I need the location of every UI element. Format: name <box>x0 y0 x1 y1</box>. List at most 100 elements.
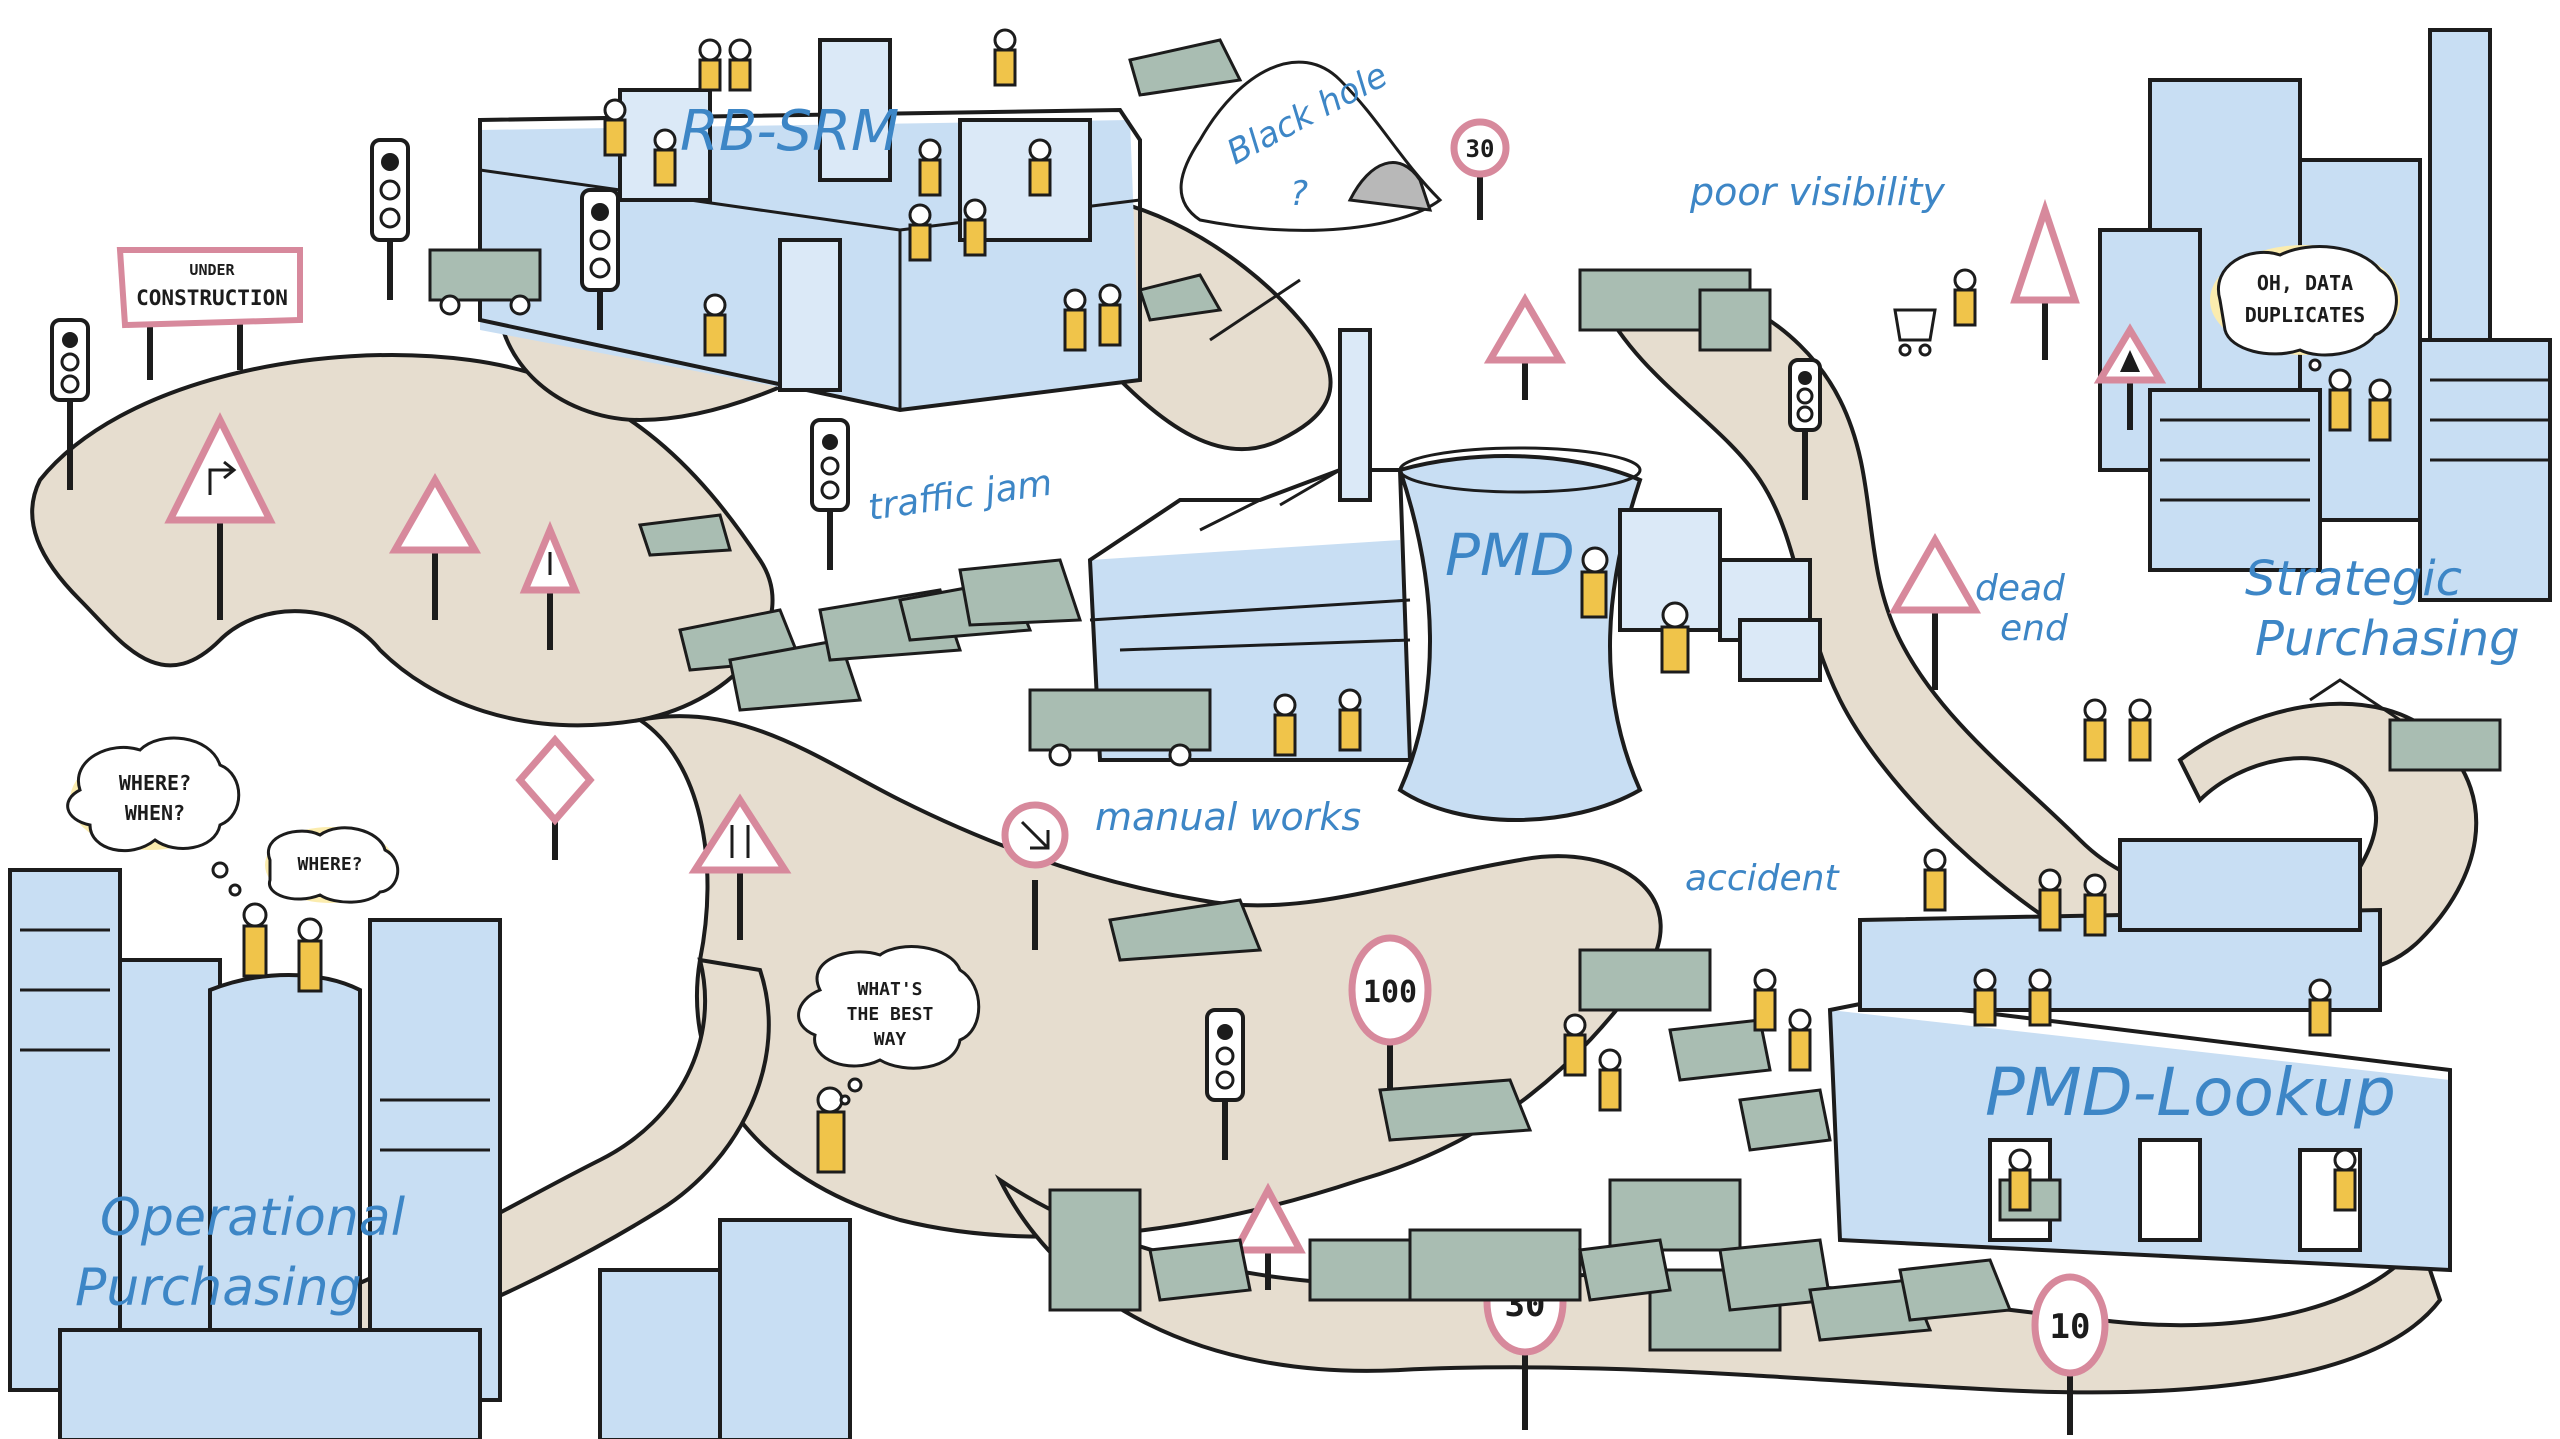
truck-icon <box>1408 1228 1582 1302</box>
label-pmd-lookup: PMD-Lookup <box>1985 1054 2396 1131</box>
person-icon <box>698 38 722 92</box>
truck-icon <box>1578 948 1712 1012</box>
person-icon <box>653 128 677 187</box>
under-construction-line2: CONSTRUCTION <box>136 286 288 310</box>
bubble-best-way-line3: WAY <box>874 1029 907 1050</box>
warning-sign-icon <box>688 793 792 940</box>
person-icon <box>908 203 932 262</box>
traffic-light-icon <box>1205 1008 1245 1160</box>
barrier-icon <box>1209 278 1301 342</box>
car-icon <box>1128 38 1243 97</box>
person-icon <box>603 98 627 157</box>
thought-bubble-where-when: WHERE? WHEN? <box>66 736 242 897</box>
pmd-warehouse <box>1618 508 1822 682</box>
person-icon <box>2308 978 2332 1037</box>
warning-sign-icon <box>1230 1182 1306 1290</box>
person-icon <box>1580 546 1609 619</box>
warning-sign-icon <box>388 472 482 620</box>
person-icon <box>993 28 1017 87</box>
truck-icon <box>1578 268 1772 352</box>
speed-limit-30-top: 30 <box>1466 135 1495 163</box>
person-icon <box>2328 368 2352 432</box>
person-icon <box>1660 601 1690 674</box>
person-icon <box>2333 1148 2357 1212</box>
person-icon <box>2008 1148 2032 1212</box>
label-black-hole-question: ? <box>1290 174 1308 214</box>
truck-icon <box>1048 1188 1142 1312</box>
person-icon <box>1098 283 1122 347</box>
warning-sign-icon <box>1888 532 1982 690</box>
rb-srm-building <box>478 38 1142 413</box>
speed-limit-10: 10 <box>2050 1307 2091 1347</box>
car-icon <box>1378 1078 1533 1142</box>
person-icon <box>703 293 727 357</box>
thought-bubble-where: WHERE? <box>265 826 400 904</box>
person-icon <box>1953 268 1977 327</box>
label-strategic-line2: Purchasing <box>2255 611 2520 667</box>
speed-limit-sign-icon: 100 <box>1348 934 1432 1100</box>
person-icon <box>1063 288 1087 352</box>
person-icon <box>2083 873 2107 937</box>
warning-sign-icon <box>1483 293 1567 400</box>
label-poor-visibility: poor visibility <box>1689 170 1945 214</box>
warning-sign-icon <box>164 412 276 620</box>
traffic-light-icon <box>810 418 850 570</box>
car-icon <box>1738 1088 1832 1152</box>
person-icon <box>1753 968 1777 1032</box>
person-icon <box>1338 688 1362 752</box>
warning-sign-icon <box>515 734 595 860</box>
person-icon <box>1973 968 1997 1027</box>
person-icon <box>2083 698 2107 762</box>
person-icon <box>1273 693 1297 757</box>
bubble-best-way-line2: THE BEST <box>847 1004 934 1025</box>
person-icon <box>963 198 987 257</box>
label-traffic-jam: traffic jam <box>866 463 1055 529</box>
car-icon <box>1138 273 1223 322</box>
car-icon <box>1668 1018 1772 1082</box>
person-icon <box>242 902 268 978</box>
label-manual-works: manual works <box>1095 795 1361 839</box>
person-icon <box>2038 868 2062 932</box>
car-icon <box>1148 1238 1252 1302</box>
car-icon <box>1578 1238 1672 1302</box>
person-icon <box>1923 848 1947 912</box>
under-construction-line1: UNDER <box>189 261 235 279</box>
label-rb-srm: RB-SRM <box>680 99 899 164</box>
person-icon <box>816 1086 846 1174</box>
person-icon <box>2368 378 2392 442</box>
car-icon <box>728 638 863 712</box>
traffic-light-icon <box>580 188 620 330</box>
label-strategic-line1: Strategic <box>2245 551 2462 607</box>
bubble-duplicates-line2: DUPLICATES <box>2245 303 2365 327</box>
label-operational-line1: Operational <box>100 1188 406 1248</box>
bubble-where-text: WHERE? <box>297 854 362 875</box>
operational-purchasing-buildings <box>8 868 852 1439</box>
speed-limit-sign-icon: 30 <box>1450 118 1510 220</box>
person-icon <box>1598 1048 1622 1112</box>
car-icon <box>1808 1278 1933 1342</box>
truck-icon <box>428 248 542 316</box>
thought-bubble-best-way: WHAT'S THE BEST WAY <box>797 945 981 1106</box>
label-dead-end-line1: dead <box>1975 568 2066 609</box>
warning-sign-icon <box>1001 801 1069 950</box>
truck-icon <box>1608 1178 1742 1252</box>
person-icon <box>2028 968 2052 1027</box>
car-icon <box>1898 1258 2013 1322</box>
label-accident: accident <box>1685 858 1840 899</box>
truck-icon <box>1028 688 1212 767</box>
bubble-duplicates-line1: OH, DATA <box>2257 271 2353 295</box>
speed-limit-100: 100 <box>1363 975 1417 1010</box>
traffic-light-icon <box>50 318 90 490</box>
cooling-tower-icon <box>1397 446 1643 822</box>
traffic-light-icon <box>370 138 410 300</box>
car-icon <box>958 558 1083 627</box>
car-icon <box>637 513 732 557</box>
bubble-where-when-line2: WHEN? <box>125 801 185 825</box>
label-operational-line2: Purchasing <box>75 1258 362 1318</box>
person-icon <box>1788 1008 1812 1072</box>
excavator-icon <box>2309 678 2502 772</box>
label-dead-end-line2: end <box>2000 608 2069 649</box>
person-icon <box>728 38 752 92</box>
person-icon <box>1563 1013 1587 1077</box>
